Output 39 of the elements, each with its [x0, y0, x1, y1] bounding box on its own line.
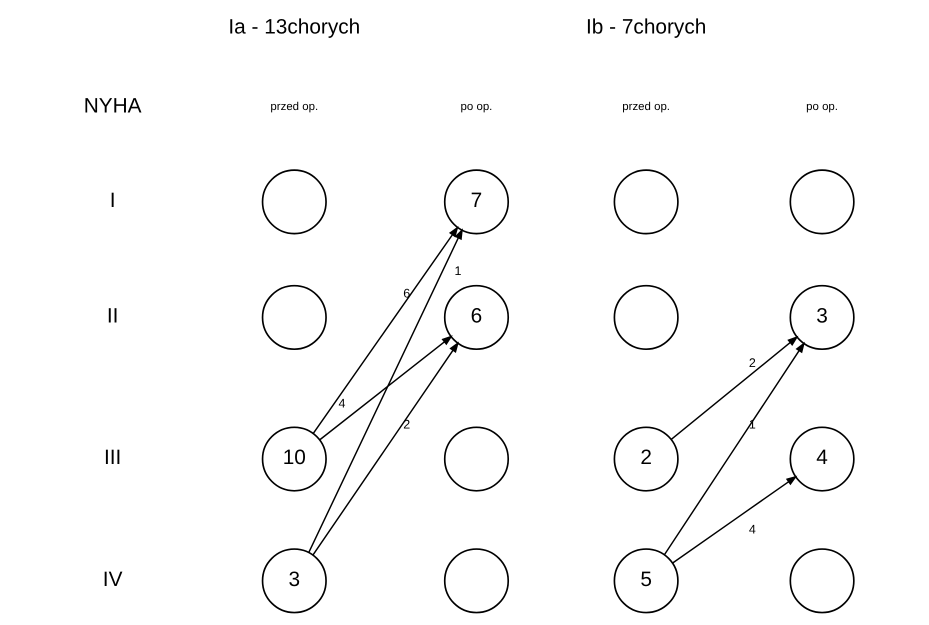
arrow [312, 226, 459, 434]
arrow [670, 336, 798, 440]
edge-label: 2 [748, 356, 756, 370]
arrow [320, 335, 453, 440]
arrow [312, 341, 459, 556]
label: przed op. [270, 101, 318, 114]
label: Ia - 13chorych [228, 15, 360, 38]
edge-label: 4 [338, 396, 346, 410]
arrow [672, 476, 798, 564]
node-circle: 6 [444, 284, 510, 350]
label: NYHA [84, 94, 142, 118]
node-circle: 7 [444, 169, 510, 234]
label: I [110, 189, 116, 212]
label: po op. [806, 101, 838, 114]
label: po op. [460, 101, 492, 114]
node-circle [614, 284, 679, 350]
node-circle [790, 548, 855, 614]
node-circle [444, 426, 510, 492]
label: Ib - 7chorych [586, 15, 706, 38]
node-circle [790, 169, 855, 234]
node-circle: 4 [790, 426, 855, 492]
label: IV [102, 568, 122, 592]
label: przed op. [622, 101, 670, 114]
edge-label: 4 [748, 522, 756, 537]
node-circle [614, 169, 679, 234]
node-circle: 10 [262, 426, 327, 492]
node-circle: 3 [262, 548, 327, 614]
node-circle [444, 548, 510, 614]
edge-label: 1 [454, 264, 462, 278]
arrow [308, 228, 463, 553]
node-circle [262, 284, 327, 350]
label: III [104, 446, 122, 470]
node-circle: 3 [790, 284, 855, 350]
label: II [106, 304, 118, 328]
node-circle: 2 [614, 426, 679, 492]
edge-label: 6 [403, 286, 410, 300]
arrow [664, 342, 806, 555]
node-circle [262, 169, 327, 234]
node-circle: 5 [614, 548, 679, 614]
